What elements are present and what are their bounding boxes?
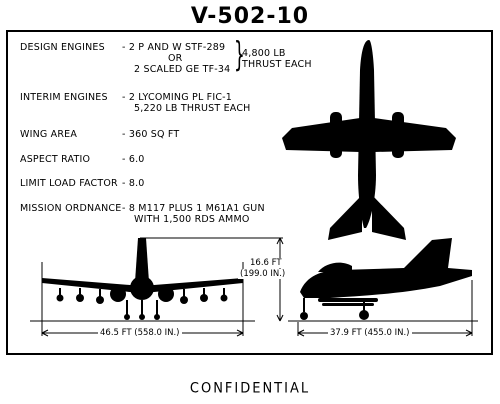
height-dimension-in: (199.0 IN.) [238,269,288,279]
mission-ordnance-line2: WITH 1,500 RDS AMMO [134,214,250,225]
design-engines-line1: - 2 P AND W STF-289 [122,42,226,53]
design-engines-thrust2: THRUST EACH [242,59,312,70]
mission-ordnance-line1: - 8 M117 PLUS 1 M61A1 GUN [122,203,265,214]
page-title: V-502-10 [190,4,310,29]
limit-load-factor-value: - 8.0 [122,178,145,189]
length-dimension: 37.9 FT (455.0 IN.) [328,328,412,338]
plan-view-aircraft [282,40,456,240]
design-engines-thrust1: 4,800 LB [242,48,286,59]
wing-area-label: WING AREA [20,129,78,140]
aspect-ratio-label: ASPECT RATIO [20,154,91,165]
design-engines-label: DESIGN ENGINES [20,42,105,53]
limit-load-factor-label: LIMIT LOAD FACTOR [20,178,118,189]
height-dimension-ft: 16.6 FT [248,258,284,268]
wing-area-value: - 360 SQ FT [122,129,180,140]
aspect-ratio-value: - 6.0 [122,154,145,165]
interim-engines-line2: 5,220 LB THRUST EACH [134,103,251,114]
front-view-aircraft [42,238,243,320]
span-dimension: 46.5 FT (558.0 IN.) [98,328,182,338]
diagram-frame [6,30,493,355]
interim-engines-label: INTERIM ENGINES [20,92,108,103]
thrust-brace: } [234,35,245,75]
side-view-aircraft [300,238,472,320]
interim-engines-line1: - 2 LYCOMING PL FIC-1 [122,92,233,103]
design-engines-line3: 2 SCALED GE TF-34 [134,64,231,75]
mission-ordnance-label: MISSION ORDNANCE [20,203,122,214]
design-engines-line2: OR [168,53,183,64]
classification-footer: CONFIDENTIAL [189,380,311,397]
